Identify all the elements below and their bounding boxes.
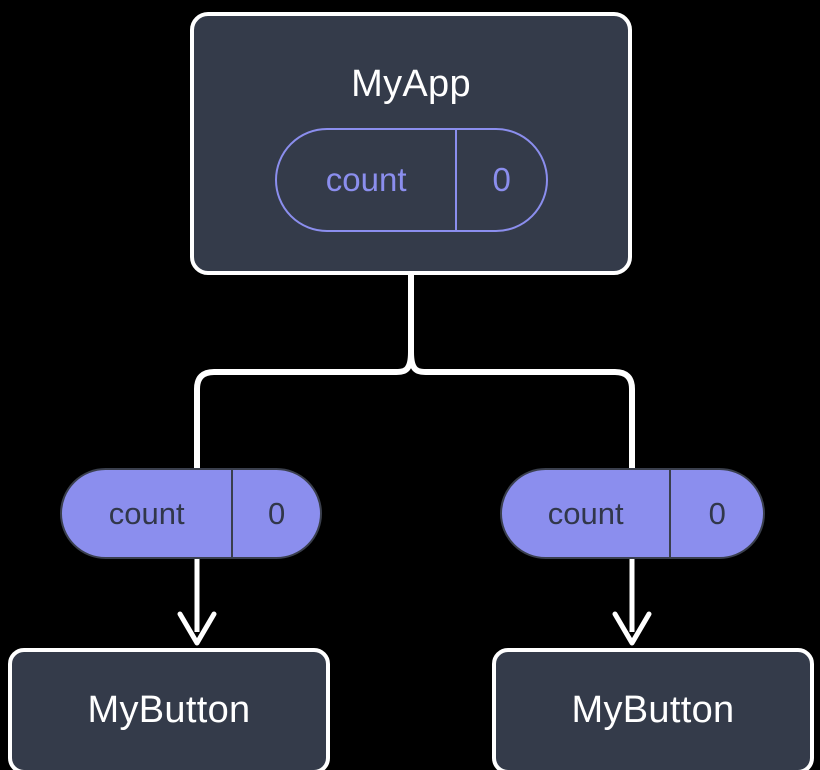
child-state-key-right: count [547, 495, 624, 531]
component-node-button-left[interactable]: MyButton [8, 648, 330, 770]
edge-fork-right [408, 351, 635, 470]
root-state-value: 0 [455, 130, 546, 230]
button-right-label: MyButton [571, 689, 735, 731]
root-state-pill[interactable]: count 0 [275, 128, 548, 232]
component-node-button-right[interactable]: MyButton [492, 648, 814, 770]
root-state-key: count [325, 161, 407, 198]
child-state-pill-left[interactable]: count 0 [60, 468, 322, 559]
button-left-label: MyButton [87, 689, 251, 731]
child-state-value-right: 0 [669, 470, 763, 557]
child-state-value-left: 0 [231, 470, 320, 557]
arrowhead-left [177, 611, 217, 646]
child-state-pill-right[interactable]: count 0 [500, 468, 765, 559]
child-state-key-left: count [108, 495, 185, 531]
edge-fork-left [194, 351, 414, 470]
root-component-label: MyApp [351, 63, 471, 105]
arrowhead-right [612, 611, 652, 646]
